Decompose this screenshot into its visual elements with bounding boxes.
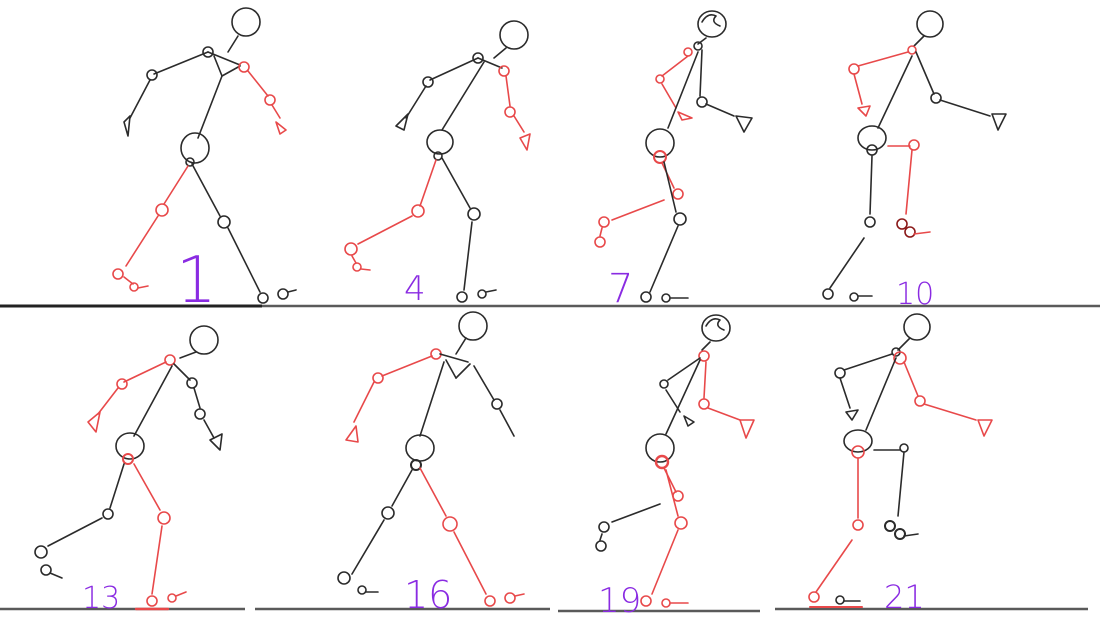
frame-number-16: 16 (404, 573, 452, 617)
frame-numbers: 1 4 7 10 13 16 19 21 (82, 244, 934, 618)
pose-frame-21 (808, 313, 993, 608)
frame-number-21: 21 (884, 578, 925, 616)
ground-lines (0, 304, 1100, 613)
pose-frame-10 (822, 10, 1007, 302)
frame-number-19: 19 (598, 581, 641, 618)
pose-frame-1 (112, 7, 297, 304)
frame-number-4: 4 (404, 269, 426, 309)
pose-frame-7 (594, 10, 753, 303)
frame-number-10: 10 (896, 277, 934, 312)
frame-number-7: 7 (608, 266, 633, 312)
pose-frame-19 (595, 314, 755, 608)
pose-frame-13 (34, 325, 223, 611)
pose-frame-16 (337, 311, 525, 607)
frame-number-1: 1 (176, 244, 217, 318)
pose-frame-4 (344, 20, 531, 303)
frame-number-13: 13 (82, 581, 120, 616)
